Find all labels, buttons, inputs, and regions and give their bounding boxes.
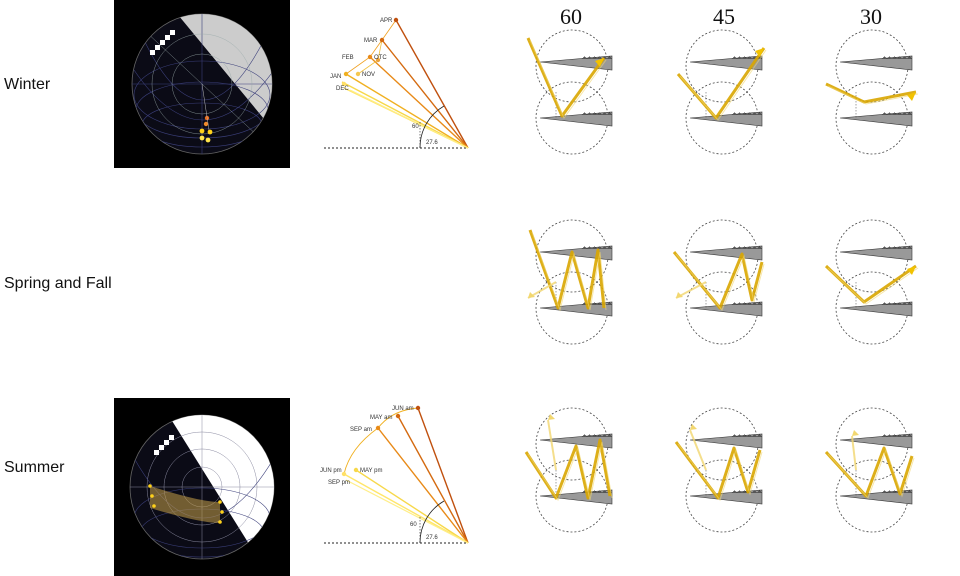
month-label-sep-pm: SEP pm [328, 480, 350, 486]
row-label-spring-fall: Spring and Fall [4, 275, 112, 292]
reflection-cell-spring-fall-60 [527, 219, 613, 345]
reflection-cell-winter-60 [526, 29, 613, 155]
reflection-cell-spring-fall-45 [672, 219, 765, 345]
angle-label-27-6-summer: 27.6 [426, 535, 438, 541]
month-label-jun-am: JUN am [392, 406, 414, 412]
month-label-mar: MAR [364, 38, 378, 44]
angle-label-60-summer: 60 [410, 522, 417, 528]
month-label-feb: FEB [342, 55, 354, 61]
month-label-otc: OTC [374, 55, 387, 61]
month-label-nov: NOV [362, 72, 375, 78]
row-label-summer: Summer [4, 459, 65, 476]
month-label-apr: APR [380, 18, 393, 24]
month-label-sep-am: SEP am [350, 427, 372, 433]
row-label-winter: Winter [4, 76, 51, 93]
column-header-60: 60 [560, 4, 582, 29]
reflection-cell-summer-45 [674, 407, 763, 533]
column-header-45: 45 [713, 4, 735, 29]
summer-sun-path-diagram [114, 398, 290, 576]
month-label-jan: JAN [330, 74, 341, 80]
angle-label-27-6: 27.6 [426, 140, 438, 146]
month-label-dec: DEC [336, 86, 349, 92]
reflection-cell-spring-fall-30 [824, 219, 919, 345]
month-label-jun-pm: JUN pm [320, 468, 342, 474]
reflection-cell-summer-30 [824, 407, 915, 533]
month-label-may-am: MAY am [370, 415, 392, 421]
angle-label-60: 60 [412, 124, 419, 130]
reflection-cell-summer-60 [524, 407, 613, 533]
summer-solar-angle-diagram: JUN am MAY am SEP am MAY pm JUN pm SEP p… [320, 405, 469, 544]
winter-solar-angle-diagram: APR MAR OTC FEB NOV JAN DEC 60 27.6 [324, 17, 469, 149]
reflection-cell-winter-45 [676, 29, 767, 155]
reflection-cell-winter-30 [825, 29, 919, 155]
winter-sun-path-diagram [114, 0, 290, 168]
column-header-30: 30 [860, 4, 882, 29]
month-label-may-pm: MAY pm [360, 468, 382, 474]
